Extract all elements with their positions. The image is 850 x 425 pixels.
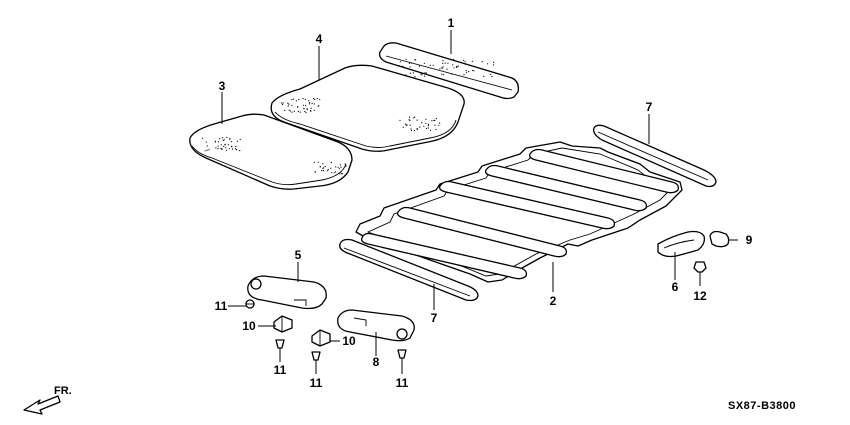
callout-1: 1	[448, 16, 455, 30]
callout-6: 6	[672, 280, 679, 294]
part-11-screw-b	[275, 339, 285, 362]
part-7-rail-lower	[339, 238, 479, 302]
part-1-pad	[378, 42, 520, 100]
part-3-panel	[189, 113, 353, 190]
part-11-screw-a	[245, 299, 255, 309]
diagram-code: SX87-B3800	[728, 400, 796, 412]
callout-10-b: 10	[342, 334, 356, 348]
callout-3: 3	[219, 79, 226, 93]
part-5-sunvisor	[247, 275, 327, 310]
callout-9: 9	[746, 233, 753, 247]
part-8-sunvisor	[337, 309, 415, 342]
callout-7-upper: 7	[646, 100, 653, 114]
callout-11-a: 11	[215, 299, 228, 313]
part-12-clip	[693, 261, 707, 286]
part-4-panel	[270, 64, 465, 152]
callout-labels: 1 4 3 7 2 7 5 6 9 12 8 11 10 10 11 11 11	[215, 16, 753, 390]
part-2-headliner	[355, 141, 683, 283]
part-10-holder-right	[311, 329, 331, 347]
part-10-holder-left	[273, 315, 293, 333]
part-6-grab-handle	[657, 230, 706, 258]
callout-5: 5	[295, 248, 302, 262]
part-11-screw-c	[311, 351, 321, 374]
callout-8: 8	[373, 355, 380, 369]
leader-lines	[221, 30, 676, 356]
callout-11-d: 11	[396, 376, 409, 390]
part-11-screw-d	[397, 349, 407, 374]
callout-11-b: 11	[274, 363, 287, 377]
callout-12: 12	[693, 289, 707, 303]
front-direction-arrow: FR.	[23, 385, 72, 415]
callout-7-lower: 7	[431, 311, 438, 325]
part-7-rail-upper	[593, 124, 717, 188]
front-label: FR.	[54, 385, 72, 397]
part-9-cap	[709, 230, 738, 248]
callout-10-a: 10	[242, 319, 256, 333]
callout-11-c: 11	[310, 376, 323, 390]
callout-2: 2	[550, 294, 557, 308]
callout-4: 4	[316, 32, 323, 46]
